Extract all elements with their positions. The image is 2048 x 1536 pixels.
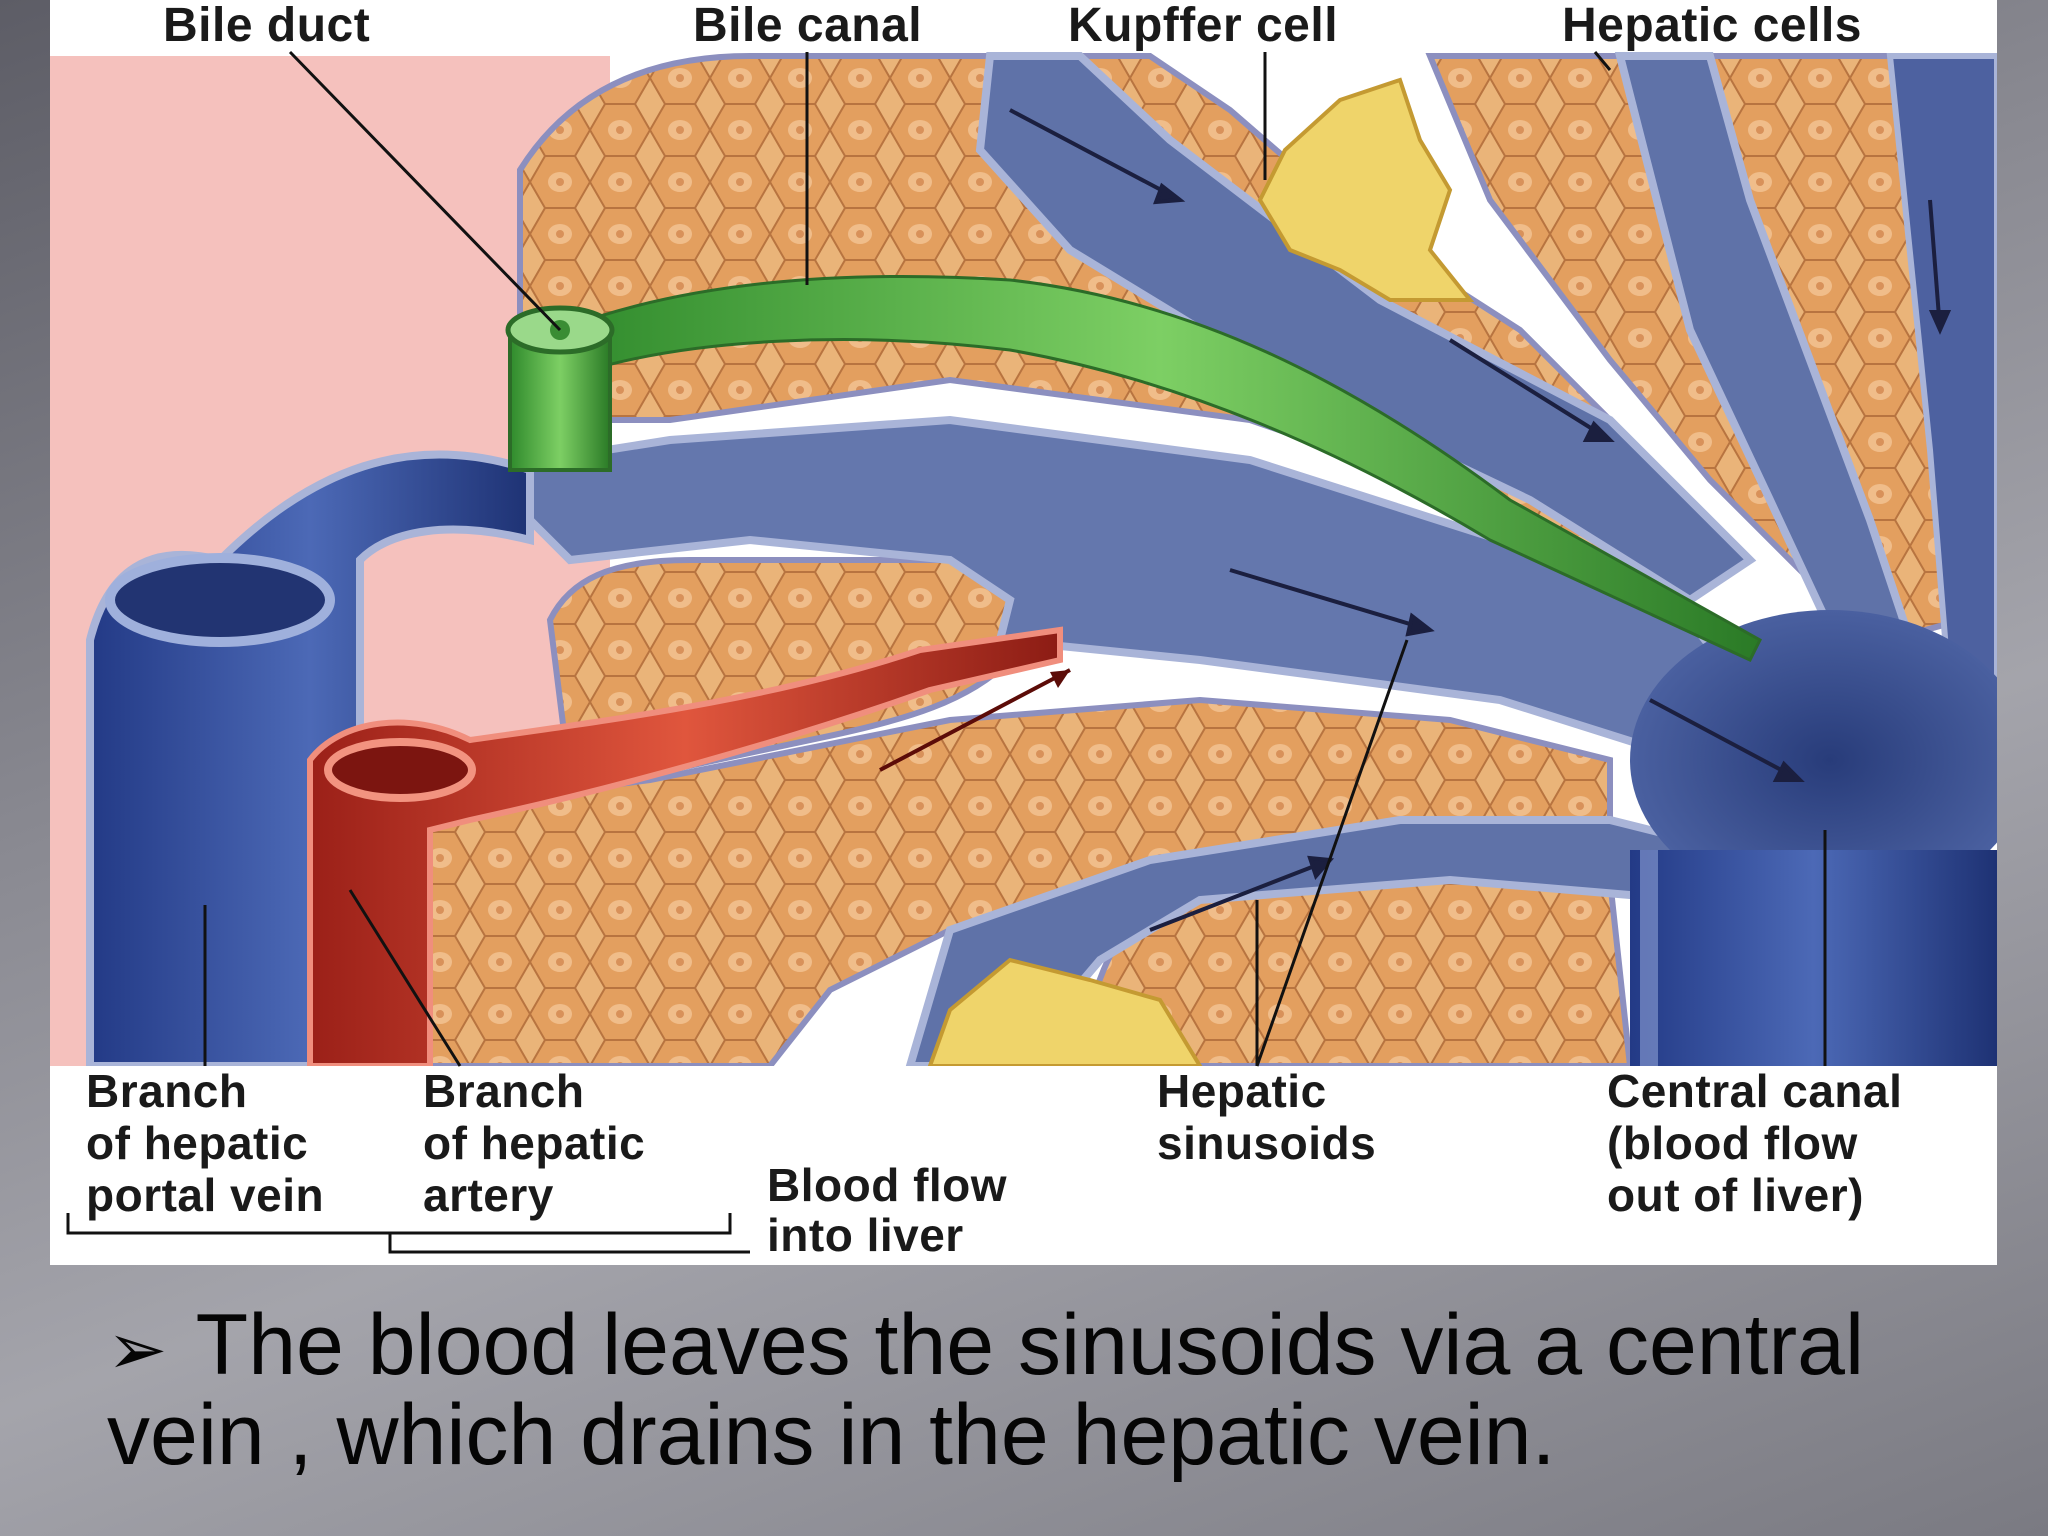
bullet-text: The blood leaves the sinusoids via a cen… [107,1297,1865,1483]
central-vein-tube [1630,850,1997,1066]
hepatic-artery-branch [307,626,1063,1069]
kupffer-cell [1257,77,1475,302]
label-central-canal: Central canal (blood flow out of liver) [1607,1065,1903,1221]
liver-lobule-diagram: Bile duct Bile canal Kupffer cell Hepati… [50,0,1997,1265]
leader-lines [66,50,1827,1254]
sinusoid-channel-main [471,415,1756,765]
label-portal-vein: Branch of hepatic portal vein [86,1065,325,1221]
bile-canal [557,275,1762,662]
label-hepatic-sinusoids: Hepatic sinusoids [1157,1065,1377,1169]
label-bile-duct: Bile duct [163,0,371,52]
arrowhead-bullet-icon: ➢ [107,1307,168,1391]
central-vein [1630,610,1997,910]
sinusoid-channel-right [1614,52,1916,655]
label-hepatic-artery: Branch of hepatic artery [423,1065,646,1221]
label-bile-canal: Bile canal [693,0,923,52]
slide-bullet-text: ➢ The blood leaves the sinusoids via a c… [107,1302,1987,1478]
flow-arrows [1009,108,1952,932]
label-kupffer-cell: Kupffer cell [1068,0,1339,52]
label-blood-flow-in: Blood flow into liver [767,1159,1008,1261]
artery-flow-arrow [879,668,1071,772]
diagram-illustration [50,0,1997,1265]
label-hepatic-cells: Hepatic cells [1562,0,1862,52]
